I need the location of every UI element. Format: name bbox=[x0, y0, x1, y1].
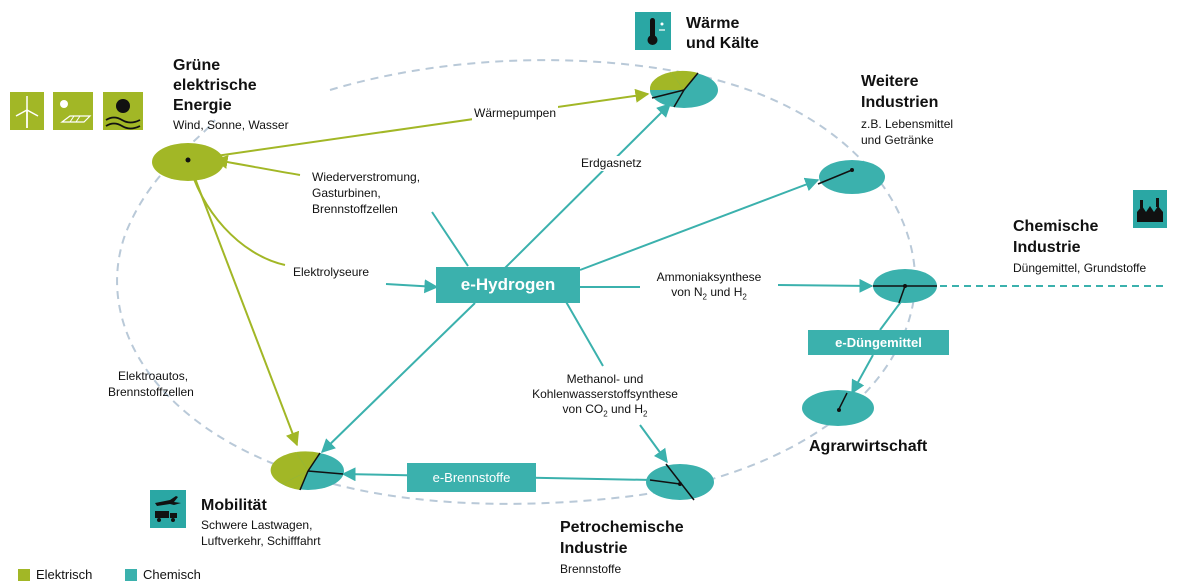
chemische-sub: Düngemittel, Grundstoffe bbox=[1013, 261, 1147, 275]
weitere-title-1: Weitere bbox=[861, 73, 919, 90]
arrow-elektrolyseure bbox=[385, 279, 439, 294]
arrow-petrochemie bbox=[639, 424, 668, 464]
mobilitaet-sub-1: Schwere Lastwagen, bbox=[201, 518, 313, 532]
ammoniak-line-2: von N2 und H2 bbox=[671, 285, 747, 302]
chemische-title-2: Industrie bbox=[1013, 239, 1081, 256]
arrow-waermepumpen bbox=[187, 88, 650, 161]
petro-title-2: Industrie bbox=[560, 540, 628, 557]
wind-turbine-icon bbox=[10, 92, 44, 130]
edge-label-erdgasnetz: Erdgasnetz bbox=[579, 156, 644, 171]
node-mobilitaet bbox=[270, 451, 344, 491]
edge-label-wiederverstromung-1: Wiederverstromung, bbox=[312, 170, 421, 184]
e-hydrogen-box: e-Hydrogen bbox=[436, 267, 580, 303]
chemische-title-1: Chemische bbox=[1013, 218, 1099, 235]
solar-panel-icon bbox=[53, 92, 93, 130]
edge-label-wiederverstromung-2: Gasturbinen, bbox=[312, 186, 381, 200]
arrow-mobilitaet-teal bbox=[320, 302, 476, 453]
edge-label-elektroautos-1: Elektroautos, bbox=[118, 369, 189, 383]
gruene-energie-title-1: Grüne bbox=[173, 57, 221, 74]
waerme-title-1: Wärme bbox=[686, 15, 740, 32]
weitere-sub-1: z.B. Lebensmittel bbox=[861, 117, 954, 131]
methanol-line-1: Methanol- und bbox=[566, 372, 644, 386]
waerme-title-2: und Kälte bbox=[686, 35, 759, 52]
methanol-line-3: von CO2 und H2 bbox=[562, 402, 648, 419]
node-petrochemie bbox=[646, 463, 714, 501]
arrow-agrarwirtschaft bbox=[851, 354, 874, 395]
node-chemische-industrie bbox=[873, 269, 937, 304]
gruene-energie-title-3: Energie bbox=[173, 97, 232, 114]
line-methanol bbox=[564, 299, 604, 367]
edge-label-elektroautos-2: Brennstoffzellen bbox=[108, 385, 194, 399]
gruene-energie-sub: Wind, Sonne, Wasser bbox=[173, 118, 289, 132]
node-weitere-industrien bbox=[817, 160, 885, 194]
line-chem-to-duenge bbox=[879, 298, 904, 331]
factory-icon bbox=[1133, 190, 1167, 228]
edge-label-elektrolyseure: Elektrolyseure bbox=[293, 265, 370, 279]
ammoniak-line-1: Ammoniaksynthese bbox=[656, 270, 762, 284]
arrow-erdgasnetz bbox=[504, 103, 671, 269]
legend-swatch-elektrisch bbox=[18, 569, 30, 581]
weitere-sub-2: und Getränke bbox=[861, 133, 934, 147]
methanol-line-2: Kohlenwasserstoffsynthese bbox=[532, 387, 678, 401]
mobilitaet-sub-2: Luftverkehr, Schifffahrt bbox=[201, 534, 321, 548]
arrow-weitere-industrien bbox=[579, 177, 820, 271]
e-brennstoffe-box: e-Brennstoffe bbox=[407, 463, 536, 492]
line-wiederverstromung bbox=[431, 211, 469, 267]
petro-title-1: Petrochemische bbox=[560, 519, 684, 536]
legend-label-chemisch: Chemisch bbox=[143, 567, 201, 582]
legend-swatch-chemisch bbox=[125, 569, 137, 581]
node-agrarwirtschaft bbox=[802, 390, 874, 426]
edge-label-waermepumpen: Wärmepumpen bbox=[472, 106, 559, 121]
e-duengemittel-box: e-Düngemittel bbox=[808, 330, 949, 355]
edge-label-ammoniak: Ammoniaksynthese von N2 und H2 bbox=[640, 270, 778, 302]
arrow-wiederverstromung bbox=[213, 155, 301, 176]
truck-plane-ship-icon bbox=[150, 490, 186, 528]
node-waerme-kaelte bbox=[649, 70, 718, 108]
node-gruene-energie bbox=[152, 143, 224, 181]
agrar-title: Agrarwirtschaft bbox=[809, 438, 928, 455]
edge-label-methanol: Methanol- und Kohlenwasserstoffsynthese … bbox=[520, 372, 690, 419]
mobilitaet-title: Mobilität bbox=[201, 497, 267, 514]
thermometer-icon bbox=[635, 12, 671, 50]
weitere-title-2: Industrien bbox=[861, 94, 939, 111]
gruene-energie-title-2: elektrische bbox=[173, 77, 257, 94]
legend-label-elektrisch: Elektrisch bbox=[36, 567, 93, 582]
arrow-mobilitaet-green bbox=[187, 159, 300, 447]
edge-label-wiederverstromung-3: Brennstoffzellen bbox=[312, 202, 398, 216]
hydro-sun-wave-icon bbox=[103, 92, 143, 130]
petro-sub: Brennstoffe bbox=[560, 562, 622, 576]
arrow-ammoniak bbox=[777, 278, 874, 293]
